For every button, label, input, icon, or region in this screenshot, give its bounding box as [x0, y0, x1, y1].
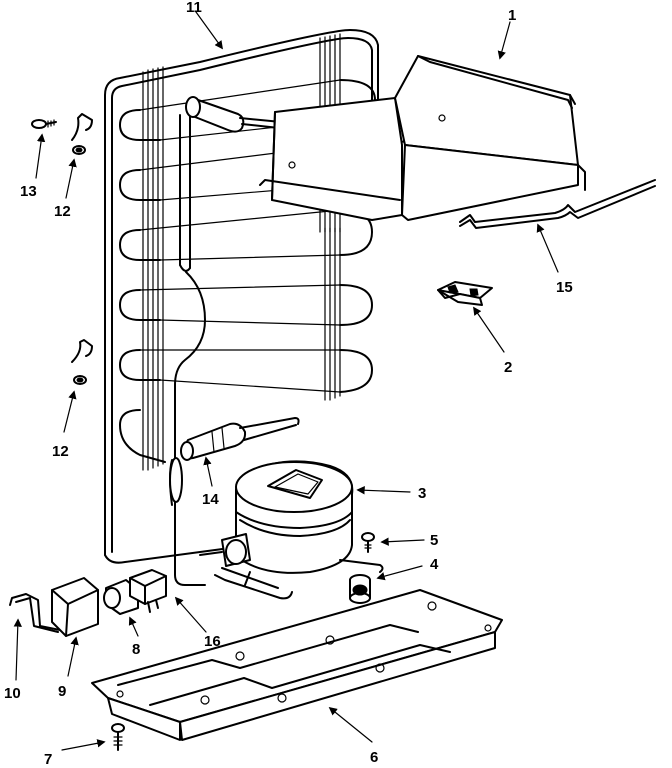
callout-leaders — [13, 11, 559, 751]
filter-drier — [180, 417, 300, 461]
evaporator-bracket — [259, 55, 586, 221]
callout-16: 16 — [204, 633, 221, 650]
compressor — [199, 460, 384, 600]
callout-labels: 1 11 13 12 12 15 2 3 5 4 14 16 8 9 10 6 … — [4, 0, 573, 768]
compressor-base — [91, 589, 503, 741]
callout-10: 10 — [4, 685, 21, 702]
mounting-screw — [361, 532, 375, 553]
callout-8: 8 — [132, 641, 140, 658]
screw-top — [31, 119, 57, 129]
callout-12-top: 12 — [54, 203, 71, 220]
callout-11: 11 — [186, 0, 202, 16]
callout-5: 5 — [430, 532, 438, 549]
relay-bracket — [9, 593, 61, 633]
start-relay — [129, 569, 167, 613]
clamp-bracket-lower — [71, 339, 93, 385]
callout-2: 2 — [504, 359, 512, 376]
callout-1: 1 — [508, 7, 516, 24]
callout-7: 7 — [44, 751, 52, 768]
clip-part — [437, 281, 493, 306]
callout-4: 4 — [430, 556, 439, 573]
callout-12-lower: 12 — [52, 443, 69, 460]
base-screw — [111, 723, 125, 751]
grommet — [349, 574, 371, 604]
wire-retainer — [459, 179, 656, 229]
callout-3: 3 — [418, 485, 426, 502]
callout-6: 6 — [370, 749, 378, 766]
callout-15: 15 — [556, 279, 573, 296]
callout-13: 13 — [20, 183, 37, 200]
callout-14: 14 — [202, 491, 219, 508]
clamp-bracket-top — [71, 113, 93, 155]
relay-cover — [51, 577, 99, 637]
suction-line — [169, 111, 206, 586]
callout-9: 9 — [58, 683, 66, 700]
